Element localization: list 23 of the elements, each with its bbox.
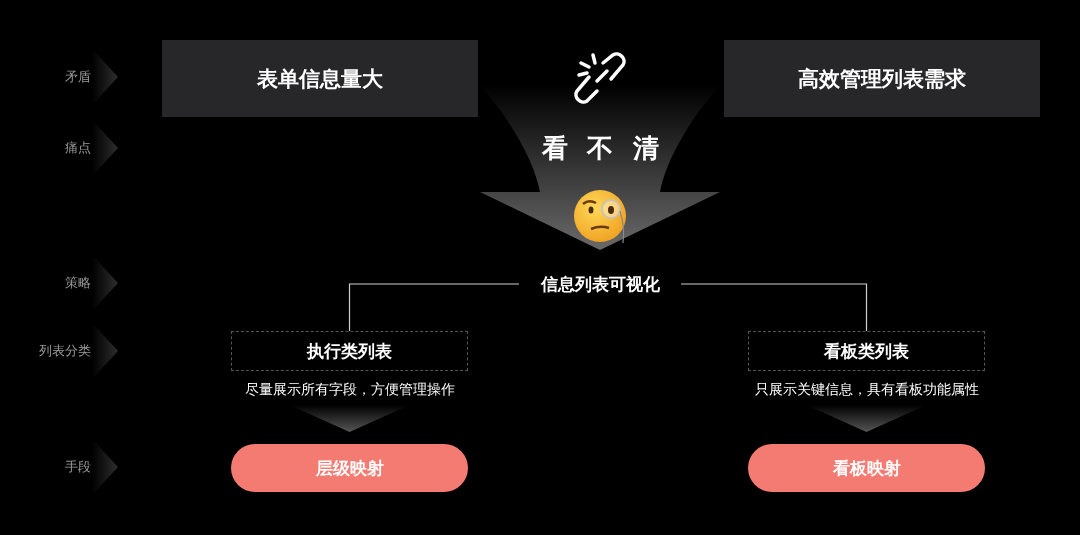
node-text: 看板映射	[832, 456, 901, 480]
row-label: 矛盾	[65, 68, 91, 86]
method-pill	[231, 444, 468, 492]
node-text: 表单信息量大	[257, 65, 383, 93]
row-label: 列表分类	[39, 342, 91, 360]
method-pill	[748, 444, 985, 492]
row-label: 策略	[65, 274, 91, 292]
connector-line	[348, 283, 520, 332]
node-text: 执行类列表	[307, 339, 392, 363]
category-box	[231, 331, 468, 371]
description-text: 尽量展示所有字段，方便管理操作	[243, 381, 456, 399]
connector-line	[680, 283, 868, 332]
category-box	[748, 331, 985, 371]
node-text: 层级映射	[315, 456, 384, 480]
node-text: 信息列表可视化	[540, 272, 660, 296]
row-label: 痛点	[65, 139, 91, 157]
pain-point-text: 看不清	[540, 132, 679, 165]
node-text: 看板类列表	[824, 339, 909, 363]
row-label: 手段	[65, 458, 91, 476]
node-text: 高效管理列表需求	[798, 65, 966, 93]
statement-box	[162, 40, 478, 117]
statement-box	[724, 40, 1040, 117]
description-text: 只展示关键信息，具有看板功能属性	[753, 381, 980, 399]
